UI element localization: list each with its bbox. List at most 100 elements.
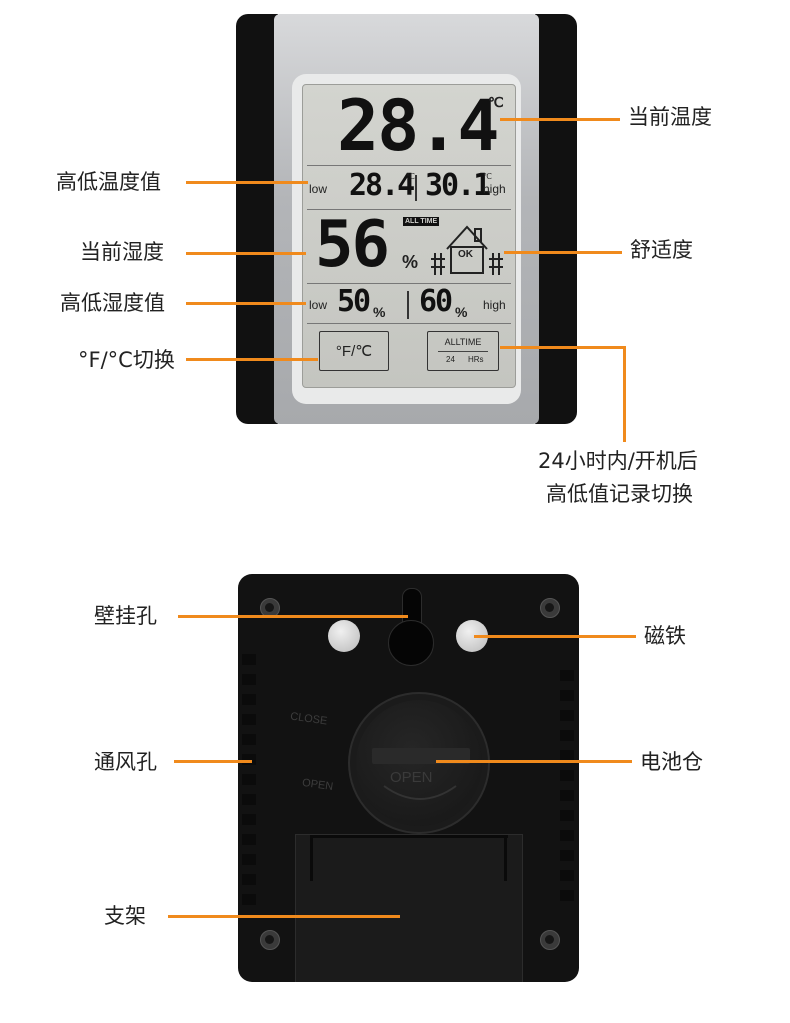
- humidity-high-value: 60: [419, 284, 453, 319]
- humidity-value: 56: [315, 208, 390, 282]
- record-mode-left-label: 24: [446, 355, 455, 364]
- leader-high-low-humidity: [186, 302, 306, 305]
- vent-left: [242, 734, 256, 745]
- kickstand[interactable]: [295, 834, 523, 982]
- right-bumper: [535, 14, 577, 424]
- vent-right: [560, 710, 574, 721]
- leader-vent-holes: [174, 760, 252, 763]
- humidity-low-unit: %: [373, 304, 386, 320]
- temp-separator: [415, 175, 417, 201]
- vent-left: [242, 714, 256, 725]
- humidity-unit: %: [402, 252, 419, 272]
- label-unit-switch: °F/°C切换: [78, 348, 175, 372]
- comfort-text: OK: [458, 249, 473, 260]
- battery-open-arrow-icon: [383, 785, 457, 800]
- leader-comfort-level: [504, 251, 622, 254]
- label-battery-compartment: 电池仓: [640, 750, 703, 774]
- label-wall-hook-hole: 壁挂孔: [94, 604, 157, 628]
- label-high-low-humidity: 高低湿度值: [60, 291, 165, 315]
- record-mode-button[interactable]: ALLTIME 24 HRs: [427, 331, 499, 371]
- vent-left: [242, 794, 256, 805]
- battery-compartment[interactable]: OPEN: [348, 692, 490, 834]
- leader-record-switch-vertical: [623, 346, 626, 442]
- vent-left: [242, 754, 256, 765]
- wall-hook-hole: [388, 588, 434, 666]
- comfort-house-icon: [431, 225, 503, 275]
- leader-current-temperature: [500, 118, 620, 121]
- temp-low-value: 28.4: [349, 168, 415, 203]
- leader-record-switch-horizontal: [500, 346, 626, 349]
- unit-toggle-label: °F/℃: [335, 342, 373, 360]
- label-current-humidity: 当前湿度: [80, 240, 164, 264]
- vent-right: [560, 730, 574, 741]
- back-device: CLOSE OPEN OPEN: [238, 574, 579, 982]
- kickstand-slot-right: [504, 835, 507, 881]
- record-mode-right-label: HRs: [468, 355, 484, 364]
- humidity-high-unit: %: [455, 304, 468, 320]
- leader-unit-switch: [186, 358, 318, 361]
- leader-high-low-temperature: [186, 181, 308, 184]
- leader-battery-compartment: [436, 760, 632, 763]
- vent-left: [242, 834, 256, 845]
- screw-bottom-left: [260, 930, 280, 950]
- temp-low-unit: ℃: [406, 172, 415, 181]
- humidity-separator: [407, 291, 409, 319]
- open-engraving: OPEN: [301, 776, 334, 794]
- left-bumper: [236, 14, 278, 424]
- temp-low-label: low: [309, 182, 328, 196]
- vent-right: [560, 850, 574, 861]
- label-comfort-level: 舒适度: [630, 238, 693, 262]
- leader-stand: [168, 915, 400, 918]
- vent-right: [560, 790, 574, 801]
- lcd-divider: [307, 165, 511, 166]
- magnet-left: [328, 620, 360, 652]
- lcd-divider: [307, 209, 511, 210]
- vent-left: [242, 654, 256, 665]
- humidity-high-label: high: [483, 298, 506, 312]
- vent-right: [560, 870, 574, 881]
- vent-right: [560, 810, 574, 821]
- kickstand-hinge: [310, 835, 508, 838]
- vent-right: [560, 690, 574, 701]
- leader-magnet: [474, 635, 636, 638]
- screw-bottom-right: [540, 930, 560, 950]
- vent-right: [560, 830, 574, 841]
- label-high-low-temperature: 高低温度值: [56, 170, 161, 194]
- vent-left: [242, 854, 256, 865]
- record-mode-divider: [438, 351, 488, 352]
- vent-left: [242, 674, 256, 685]
- vent-right: [560, 670, 574, 681]
- temp-high-value: 30.1: [425, 168, 491, 203]
- vent-right: [560, 770, 574, 781]
- temp-high-label: high: [483, 182, 506, 196]
- close-engraving: CLOSE: [289, 710, 329, 728]
- lcd-screen: 28.4 ℃ low 28.4 ℃ 30.1 ℃ high ALL TIME 5…: [302, 84, 516, 388]
- vent-left: [242, 894, 256, 905]
- vent-left: [242, 694, 256, 705]
- leader-current-humidity: [186, 252, 306, 255]
- unit-toggle-button[interactable]: °F/℃: [319, 331, 389, 371]
- current-temperature-value: 28.4: [337, 85, 500, 167]
- all-time-badge: ALL TIME: [403, 217, 440, 226]
- label-record-switch-line1: 24小时内/开机后: [538, 449, 698, 473]
- lcd-divider: [307, 323, 511, 324]
- battery-open-text: OPEN: [390, 769, 433, 786]
- humidity-low-value: 50: [337, 284, 371, 319]
- kickstand-slot-left: [310, 835, 313, 881]
- record-mode-top-label: ALLTIME: [444, 337, 482, 347]
- label-vent-holes: 通风孔: [94, 750, 157, 774]
- label-stand: 支架: [104, 904, 146, 928]
- label-current-temperature: 当前温度: [628, 105, 712, 129]
- vent-right: [560, 890, 574, 901]
- leader-wall-hook-hole: [178, 615, 408, 618]
- screw-top-right: [540, 598, 560, 618]
- vent-left: [242, 874, 256, 885]
- vent-left: [242, 774, 256, 785]
- vent-right: [560, 750, 574, 761]
- humidity-low-label: low: [309, 298, 328, 312]
- label-record-switch-line2: 高低值记录切换: [546, 482, 693, 506]
- lcd-divider: [307, 283, 511, 284]
- temp-high-unit: ℃: [483, 172, 492, 181]
- label-magnet: 磁铁: [644, 624, 686, 648]
- vent-left: [242, 814, 256, 825]
